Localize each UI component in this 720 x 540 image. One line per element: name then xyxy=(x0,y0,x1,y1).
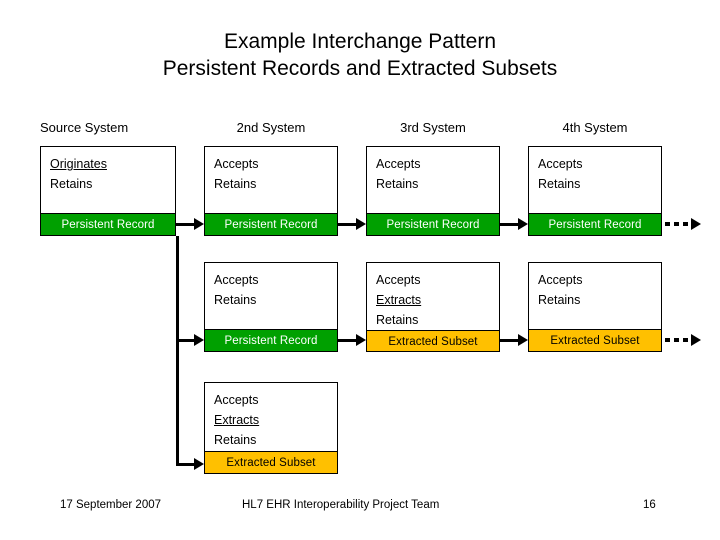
column-header-3rd-system: 3rd System xyxy=(400,120,466,135)
verb-list: Accepts Extracts Retains xyxy=(205,383,337,451)
arrow-line-r2-c2-c3 xyxy=(338,339,358,342)
verb-item: Extracts xyxy=(214,413,260,427)
dash-seg-r2-1 xyxy=(665,338,670,342)
dash-seg-r2-2 xyxy=(674,338,679,342)
column-header-4th-system: 4th System xyxy=(562,120,628,135)
verb-item: Retains xyxy=(214,433,257,447)
column-header-source-system: Source System xyxy=(40,120,129,135)
system-box-r2-2nd-system[interactable]: Accepts Retains Persistent Record xyxy=(204,262,338,352)
footer-date: 17 September 2007 xyxy=(60,499,162,511)
arrow-head-trunk-r2 xyxy=(194,334,204,346)
system-box-r1-4th-system[interactable]: Accepts Retains Persistent Record xyxy=(528,146,662,236)
verb-item: Originates xyxy=(50,157,107,171)
verb-item: Retains xyxy=(538,293,581,307)
arrow-line-trunk-r3 xyxy=(176,463,196,466)
extracted-subset-bar[interactable]: Extracted Subset xyxy=(529,329,661,351)
dash-seg-r1-1 xyxy=(665,222,670,226)
verb-item: Retains xyxy=(214,293,257,307)
footer-team: HL7 EHR Interoperability Project Team xyxy=(242,499,440,511)
system-box-r2-3rd-system[interactable]: Accepts Extracts Retains Extracted Subse… xyxy=(366,262,500,352)
arrow-head-r1-c2-c3 xyxy=(356,218,366,230)
verb-item: Retains xyxy=(376,177,419,191)
column-header-2nd-system: 2nd System xyxy=(236,120,306,135)
verb-list: Originates Retains xyxy=(41,147,175,213)
system-box-r1-2nd-system[interactable]: Accepts Retains Persistent Record xyxy=(204,146,338,236)
arrow-head-r2-trailing xyxy=(691,334,701,346)
page-title: Example Interchange Pattern Persistent R… xyxy=(0,28,720,82)
verb-item: Accepts xyxy=(538,157,583,171)
verb-list: Accepts Retains xyxy=(205,147,337,213)
arrow-line-r1-c3-c4 xyxy=(500,223,520,226)
verb-item: Accepts xyxy=(214,393,259,407)
verb-item: Retains xyxy=(50,177,93,191)
arrow-head-r1-trailing xyxy=(691,218,701,230)
system-box-r1-3rd-system[interactable]: Accepts Retains Persistent Record xyxy=(366,146,500,236)
persistent-record-bar[interactable]: Persistent Record xyxy=(205,329,337,351)
dash-seg-r1-2 xyxy=(674,222,679,226)
system-box-r2-4th-system[interactable]: Accepts Retains Extracted Subset xyxy=(528,262,662,352)
dash-seg-r2-3 xyxy=(683,338,688,342)
verb-item: Accepts xyxy=(376,157,421,171)
verb-item: Accepts xyxy=(214,157,259,171)
arrow-line-trunk-r2 xyxy=(176,339,196,342)
arrow-line-r2-c3-c4 xyxy=(500,339,520,342)
verb-list: Accepts Retains xyxy=(529,263,661,329)
verb-list: Accepts Retains xyxy=(205,263,337,329)
persistent-record-bar[interactable]: Persistent Record xyxy=(205,213,337,235)
title-line-2: Persistent Records and Extracted Subsets xyxy=(162,57,558,80)
arrow-line-r1-c1-c2 xyxy=(176,223,196,226)
dash-seg-r1-3 xyxy=(683,222,688,226)
arrow-head-r1-c3-c4 xyxy=(518,218,528,230)
verb-item: Accepts xyxy=(214,273,259,287)
extracted-subset-bar[interactable]: Extracted Subset xyxy=(367,330,499,351)
verb-item: Accepts xyxy=(376,273,421,287)
extracted-subset-bar[interactable]: Extracted Subset xyxy=(205,451,337,473)
verb-item: Extracts xyxy=(376,293,422,307)
verb-list: Accepts Extracts Retains xyxy=(367,263,499,330)
title-line-1: Example Interchange Pattern xyxy=(224,30,496,53)
verb-item: Retains xyxy=(376,313,419,327)
arrow-head-trunk-r3 xyxy=(194,458,204,470)
trunk-vertical-source xyxy=(176,236,179,466)
verb-item: Accepts xyxy=(538,273,583,287)
persistent-record-bar[interactable]: Persistent Record xyxy=(41,213,175,235)
system-box-r3-2nd-system[interactable]: Accepts Extracts Retains Extracted Subse… xyxy=(204,382,338,474)
verb-list: Accepts Retains xyxy=(367,147,499,213)
persistent-record-bar[interactable]: Persistent Record xyxy=(529,213,661,235)
verb-item: Retains xyxy=(538,177,581,191)
arrow-head-r2-c3-c4 xyxy=(518,334,528,346)
arrow-head-r1-c1-c2 xyxy=(194,218,204,230)
system-box-r1-source-system[interactable]: Originates Retains Persistent Record xyxy=(40,146,176,236)
footer-page-number: 16 xyxy=(643,499,656,511)
arrow-line-r1-c2-c3 xyxy=(338,223,358,226)
persistent-record-bar[interactable]: Persistent Record xyxy=(367,213,499,235)
verb-item: Retains xyxy=(214,177,257,191)
arrow-head-r2-c2-c3 xyxy=(356,334,366,346)
verb-list: Accepts Retains xyxy=(529,147,661,213)
